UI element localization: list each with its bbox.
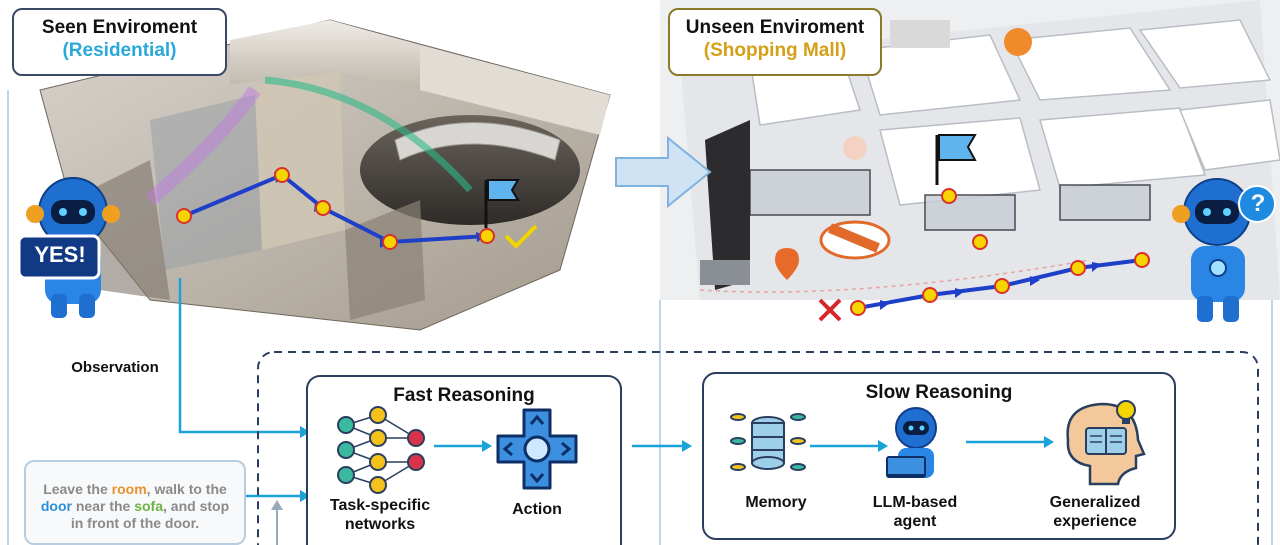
instruction-part: near the bbox=[71, 498, 135, 514]
memory-label: Memory bbox=[745, 494, 807, 511]
seen-environment-scene bbox=[0, 0, 660, 345]
instruction-part: , walk to the bbox=[146, 481, 227, 497]
networks-label: Task-specific networks bbox=[329, 497, 431, 533]
transfer-arrow-icon bbox=[615, 135, 712, 209]
experience-label: Generalized experience bbox=[1049, 494, 1141, 530]
seen-title: Seen Enviroment bbox=[41, 17, 198, 38]
network-to-action-arrow bbox=[434, 440, 492, 452]
instruction-part: Leave the bbox=[43, 481, 112, 497]
memory-to-agent-arrow bbox=[810, 440, 888, 452]
robot-yes-sign: YES! bbox=[34, 242, 86, 267]
action-dpad-icon bbox=[496, 408, 578, 490]
experience-head-icon bbox=[1066, 400, 1146, 486]
success-check-icon bbox=[504, 224, 538, 249]
agent-to-experience-arrow bbox=[966, 436, 1054, 448]
task-network-icon bbox=[337, 406, 425, 494]
waypoints bbox=[176, 167, 495, 250]
instruction-keyword-room: room bbox=[111, 481, 147, 497]
question-badge: ? bbox=[1250, 190, 1266, 217]
instruction-keyword-door: door bbox=[40, 498, 72, 514]
seen-subtitle: (Residential) bbox=[62, 40, 177, 61]
unseen-title: Unseen Enviroment bbox=[685, 17, 865, 38]
llm-agent-robot-icon bbox=[886, 407, 937, 478]
unseen-subtitle: (Shopping Mall) bbox=[703, 40, 847, 61]
instruction-part: , and stop in front of the door. bbox=[70, 498, 230, 531]
fast-reasoning-title: Fast Reasoning bbox=[393, 385, 535, 406]
unseen-environment-title: Unseen Enviroment (Shopping Mall) bbox=[668, 8, 882, 76]
mall-goal-flag-icon bbox=[935, 134, 977, 185]
slow-reasoning-title: Slow Reasoning bbox=[865, 382, 1013, 403]
failure-x-icon bbox=[818, 298, 842, 322]
action-label: Action bbox=[512, 501, 562, 518]
llm-agent-label: LLM-based agent bbox=[872, 494, 958, 530]
observation-label: Observation bbox=[71, 359, 159, 376]
mall-waypoints bbox=[850, 188, 1150, 316]
goal-flag-icon bbox=[484, 179, 520, 228]
instruction-box: Leave the room, walk to the door near th… bbox=[24, 460, 246, 545]
instruction-keyword-sofa: sofa bbox=[134, 498, 164, 514]
instruction-text: Leave the room, walk to the door near th… bbox=[26, 462, 244, 532]
robot-confused-mascot bbox=[1172, 178, 1276, 322]
memory-database-icon bbox=[730, 413, 806, 471]
residential-3d-floorplan bbox=[39, 19, 611, 331]
robot-success-mascot bbox=[17, 177, 120, 318]
seen-environment-title: Seen Enviroment (Residential) bbox=[12, 8, 227, 76]
